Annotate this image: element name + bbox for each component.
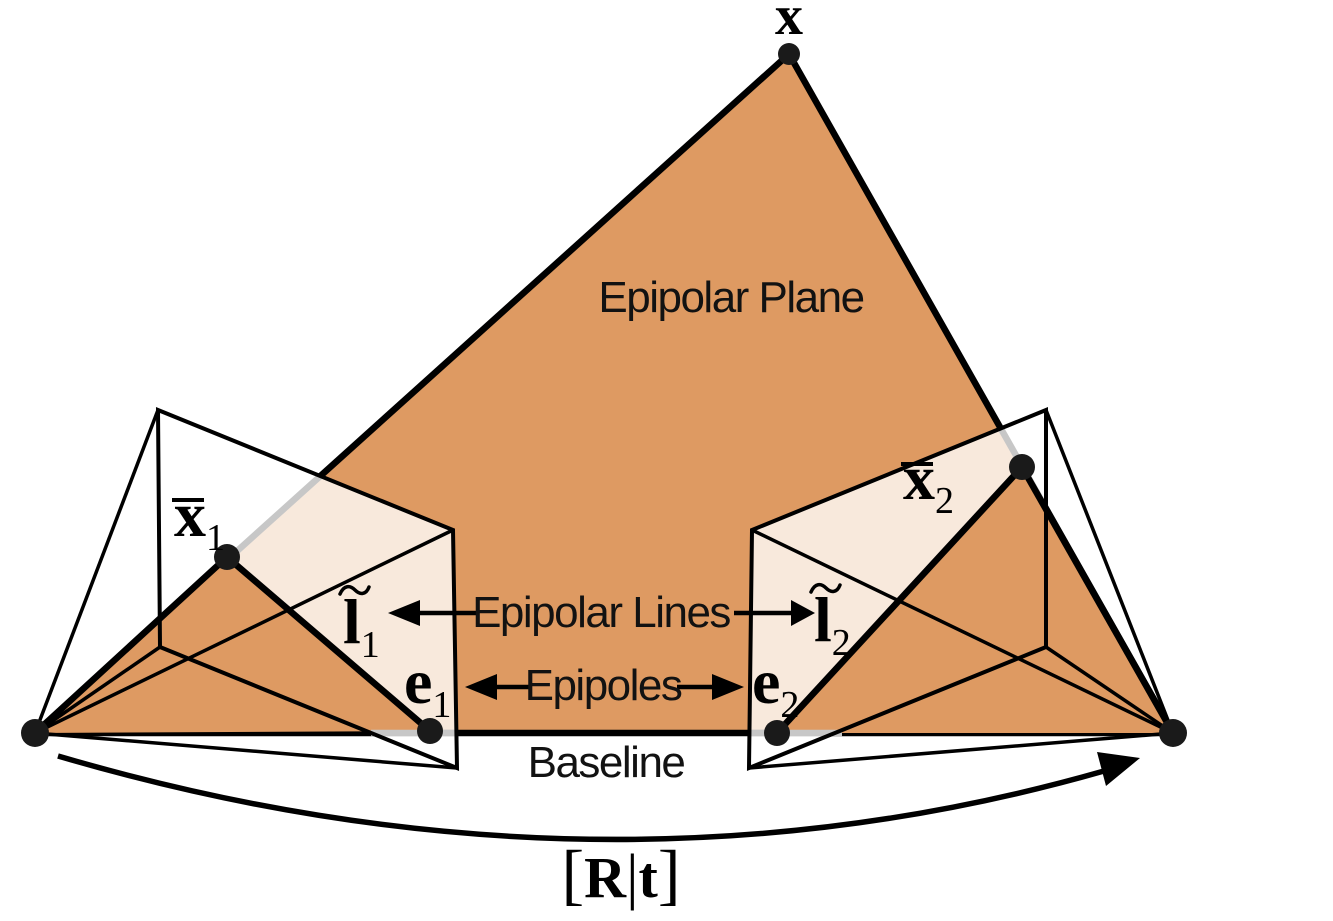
viewing-ray-left xyxy=(32,554,230,736)
image-point-left-label: x1 xyxy=(172,479,225,559)
arrow-right-icon xyxy=(712,674,744,700)
label-subscript: 1 xyxy=(361,624,380,666)
label-base: e xyxy=(404,646,432,717)
tilde-accent xyxy=(338,584,371,596)
epipole-right-dot xyxy=(764,720,790,746)
svg-text:l2: l2 xyxy=(814,584,851,664)
epipolar-line-right xyxy=(774,464,1025,736)
epipoles-arrows xyxy=(465,674,744,700)
bracket-open: [ xyxy=(562,836,585,912)
tilde-accent xyxy=(809,582,842,594)
camera-ray xyxy=(34,731,458,770)
baseline-label: Baseline xyxy=(528,738,685,787)
svg-text:x1: x1 xyxy=(174,479,225,559)
label-subscript: 1 xyxy=(206,517,225,559)
translation-symbol: t xyxy=(638,845,658,910)
arrow-left-icon xyxy=(465,674,497,700)
camera-ray xyxy=(34,528,454,735)
label-subscript: 2 xyxy=(780,684,799,726)
epipolar-lines-arrows xyxy=(388,600,815,626)
arrow-left-icon xyxy=(388,600,420,626)
relative-pose-label: [R|t] xyxy=(562,836,681,912)
label-base: l xyxy=(343,586,361,657)
svg-text:l1: l1 xyxy=(343,586,380,666)
relative-pose-arrow-curve xyxy=(57,753,1105,843)
label-base: e xyxy=(752,646,780,717)
label-subscript: 1 xyxy=(432,684,451,726)
camera-ray xyxy=(34,645,161,735)
epipolar-plane-label: Epipolar Plane xyxy=(598,273,863,322)
epipoles-label: Epipoles xyxy=(525,661,682,710)
epipole-left-label: e1 xyxy=(404,646,451,726)
epipolar-lines-label: Epipolar Lines xyxy=(472,588,730,637)
image-point-right-label: x2 xyxy=(901,442,954,522)
epipolar-line-left xyxy=(224,554,433,734)
rotation-symbol: R xyxy=(584,845,627,910)
world-point-label: x xyxy=(775,0,803,47)
plane-front-section-left xyxy=(35,557,430,733)
image-point-left-dot xyxy=(214,544,240,570)
camera-ray xyxy=(751,528,1174,735)
epipole-left-dot xyxy=(417,718,443,744)
svg-text:e1: e1 xyxy=(404,646,451,726)
left-camera-rays xyxy=(33,409,458,770)
left-camera-center-dot xyxy=(21,719,49,747)
right-camera-center-dot xyxy=(1159,719,1187,747)
svg-text:x2: x2 xyxy=(903,442,954,522)
viewing-ray-right xyxy=(1019,465,1176,735)
right-camera-rays xyxy=(748,409,1175,770)
label-subscript: 2 xyxy=(832,622,851,664)
relative-pose-arrowhead-icon xyxy=(1097,752,1140,786)
epipole-right-label: e2 xyxy=(752,646,799,726)
label-subscript: 2 xyxy=(935,480,954,522)
camera-ray xyxy=(1045,645,1174,735)
svg-text:e2: e2 xyxy=(752,646,799,726)
world-point-dot xyxy=(778,43,800,65)
label-base: x xyxy=(174,479,206,550)
image-point-right-dot xyxy=(1009,454,1035,480)
label-base: x xyxy=(903,442,935,513)
label-base: l xyxy=(814,584,832,655)
camera-ray xyxy=(748,731,1174,770)
divider-bar: | xyxy=(626,843,638,911)
left-image-plane-glass xyxy=(158,410,457,768)
bracket-close: ] xyxy=(658,836,681,912)
camera-ray xyxy=(33,409,160,734)
epipolar-line-left-label: l1 xyxy=(338,584,380,666)
arrow-right-icon xyxy=(791,600,815,626)
epipolar-line-right-label: l2 xyxy=(809,582,851,664)
camera-ray xyxy=(1044,409,1175,734)
